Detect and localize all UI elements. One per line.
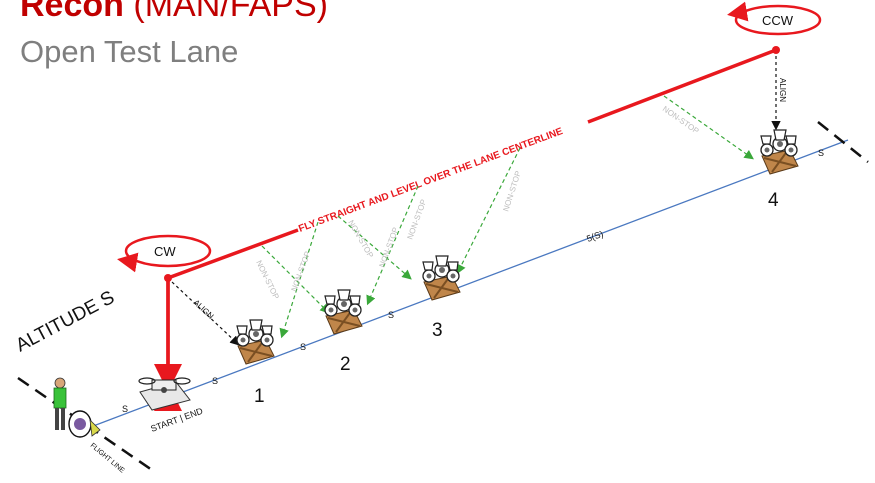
non-stop-label: NON-STOP (501, 170, 523, 213)
non-stop-arrow (337, 215, 412, 280)
segment-label: S (818, 148, 824, 158)
segment-label: S (300, 342, 306, 352)
altitude-label: ALTITUDE S (12, 287, 118, 356)
segment-label-long: 5(S) (585, 229, 604, 244)
flight-path (154, 228, 299, 411)
station-stand-2 (324, 289, 363, 335)
segment-label: S (212, 376, 218, 386)
flight-path-segment-b (587, 48, 777, 124)
start-end-label: START | END (149, 406, 204, 434)
segment-label: S (388, 310, 394, 320)
station-number-2: 2 (340, 354, 351, 375)
non-stop-arrow (456, 147, 521, 275)
cw-loop (124, 234, 212, 268)
non-stop-arrow (366, 185, 419, 306)
station-number-3: 3 (432, 320, 443, 341)
ccw-arrow (727, 1, 749, 22)
station-stand-1 (236, 319, 275, 365)
station-number-4: 4 (768, 190, 779, 211)
lane-centerline (87, 139, 849, 429)
segment-label: S (122, 404, 128, 414)
non-stop-label: NON-STOP (377, 226, 400, 269)
turn-point-far (772, 46, 780, 54)
non-stop-arrow (279, 221, 319, 339)
non-stop-label: NON-STOP (661, 104, 701, 136)
station-stand-3 (422, 255, 461, 301)
align-label-far: ALIGN (778, 78, 787, 102)
non-stop-label: NON-STOP (405, 198, 428, 241)
turn-point-near (164, 274, 172, 282)
cw-label: CW (154, 244, 176, 259)
station-stand-4 (760, 129, 799, 175)
end-line (817, 121, 869, 163)
station-number-1: 1 (254, 386, 265, 407)
flight-line (17, 376, 153, 472)
title-suffix: (MAN/FAPS) (123, 0, 328, 24)
page-subtitle: Open Test Lane (20, 34, 239, 69)
centerline-instruction: FLY STRAIGHT AND LEVEL OVER THE LANE CEN… (297, 126, 564, 235)
flight-line-label: FLIGHT LINE (89, 442, 126, 475)
title-main: Recon (20, 0, 124, 24)
align-label-near: ALIGN (192, 298, 216, 321)
non-stop-arrow (261, 245, 330, 314)
operator-figure (53, 377, 101, 438)
ccw-label: CCW (762, 13, 794, 28)
cw-arrow (117, 252, 139, 273)
non-stop-label: NON-STOP (346, 219, 375, 260)
start-end-pad (138, 377, 191, 411)
non-stop-arrow (663, 95, 754, 160)
page-title: Recon (MAN/FAPS) (20, 0, 328, 25)
non-stop-arrows (261, 95, 754, 339)
non-stop-label: NON-STOP (254, 259, 281, 301)
non-stop-label: NON-STOP (289, 250, 312, 293)
